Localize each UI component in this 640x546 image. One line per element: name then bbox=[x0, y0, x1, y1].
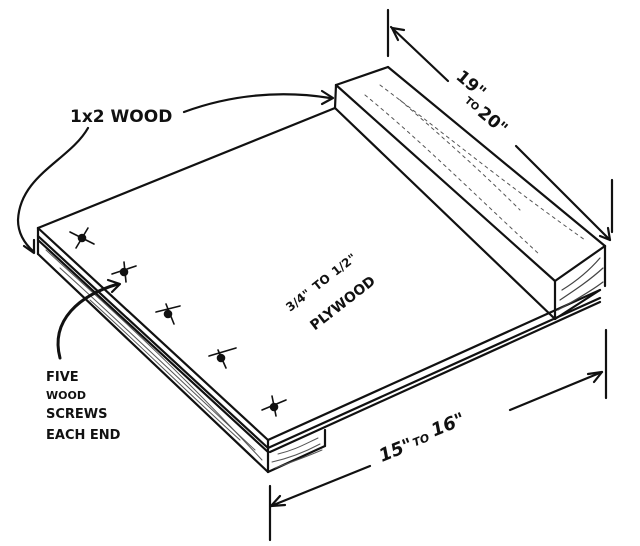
cleat-callout-label: 1x2 WOOD bbox=[70, 107, 172, 127]
cleat-left bbox=[36, 226, 327, 474]
svg-text:15": 15" bbox=[376, 434, 416, 466]
svg-text:EACH END: EACH END bbox=[46, 428, 121, 443]
screw-5 bbox=[261, 395, 287, 417]
cleat-callout-arrows bbox=[16, 89, 335, 255]
svg-text:3/4": 3/4" bbox=[283, 286, 313, 314]
svg-text:SCREWS: SCREWS bbox=[46, 407, 108, 422]
screws bbox=[69, 227, 287, 417]
svg-text:FIVE: FIVE bbox=[46, 370, 79, 385]
plywood-label: 3/4" TO 1/2" PLYWOOD bbox=[283, 251, 378, 334]
length-dimension-label: 19" TO 20" bbox=[452, 67, 511, 140]
svg-text:WOOD: WOOD bbox=[46, 389, 86, 402]
svg-text:20": 20" bbox=[473, 103, 511, 139]
svg-text:TO: TO bbox=[310, 271, 333, 293]
svg-text:1/2": 1/2" bbox=[329, 251, 359, 279]
svg-text:TO: TO bbox=[411, 431, 432, 449]
length-dimension bbox=[386, 8, 614, 242]
screw-note: FIVE WOOD SCREWS EACH END bbox=[46, 370, 121, 443]
svg-text:16": 16" bbox=[428, 409, 468, 441]
screw-callout-arrow bbox=[56, 278, 122, 360]
screw-2 bbox=[111, 261, 137, 283]
screw-1 bbox=[69, 227, 95, 249]
cleat-top bbox=[333, 65, 607, 321]
screw-4 bbox=[208, 347, 237, 369]
width-dimension-label: 15" TO 16" bbox=[376, 409, 468, 467]
screw-3 bbox=[155, 303, 181, 325]
width-dimension bbox=[268, 328, 608, 542]
plywood-board bbox=[36, 106, 602, 458]
